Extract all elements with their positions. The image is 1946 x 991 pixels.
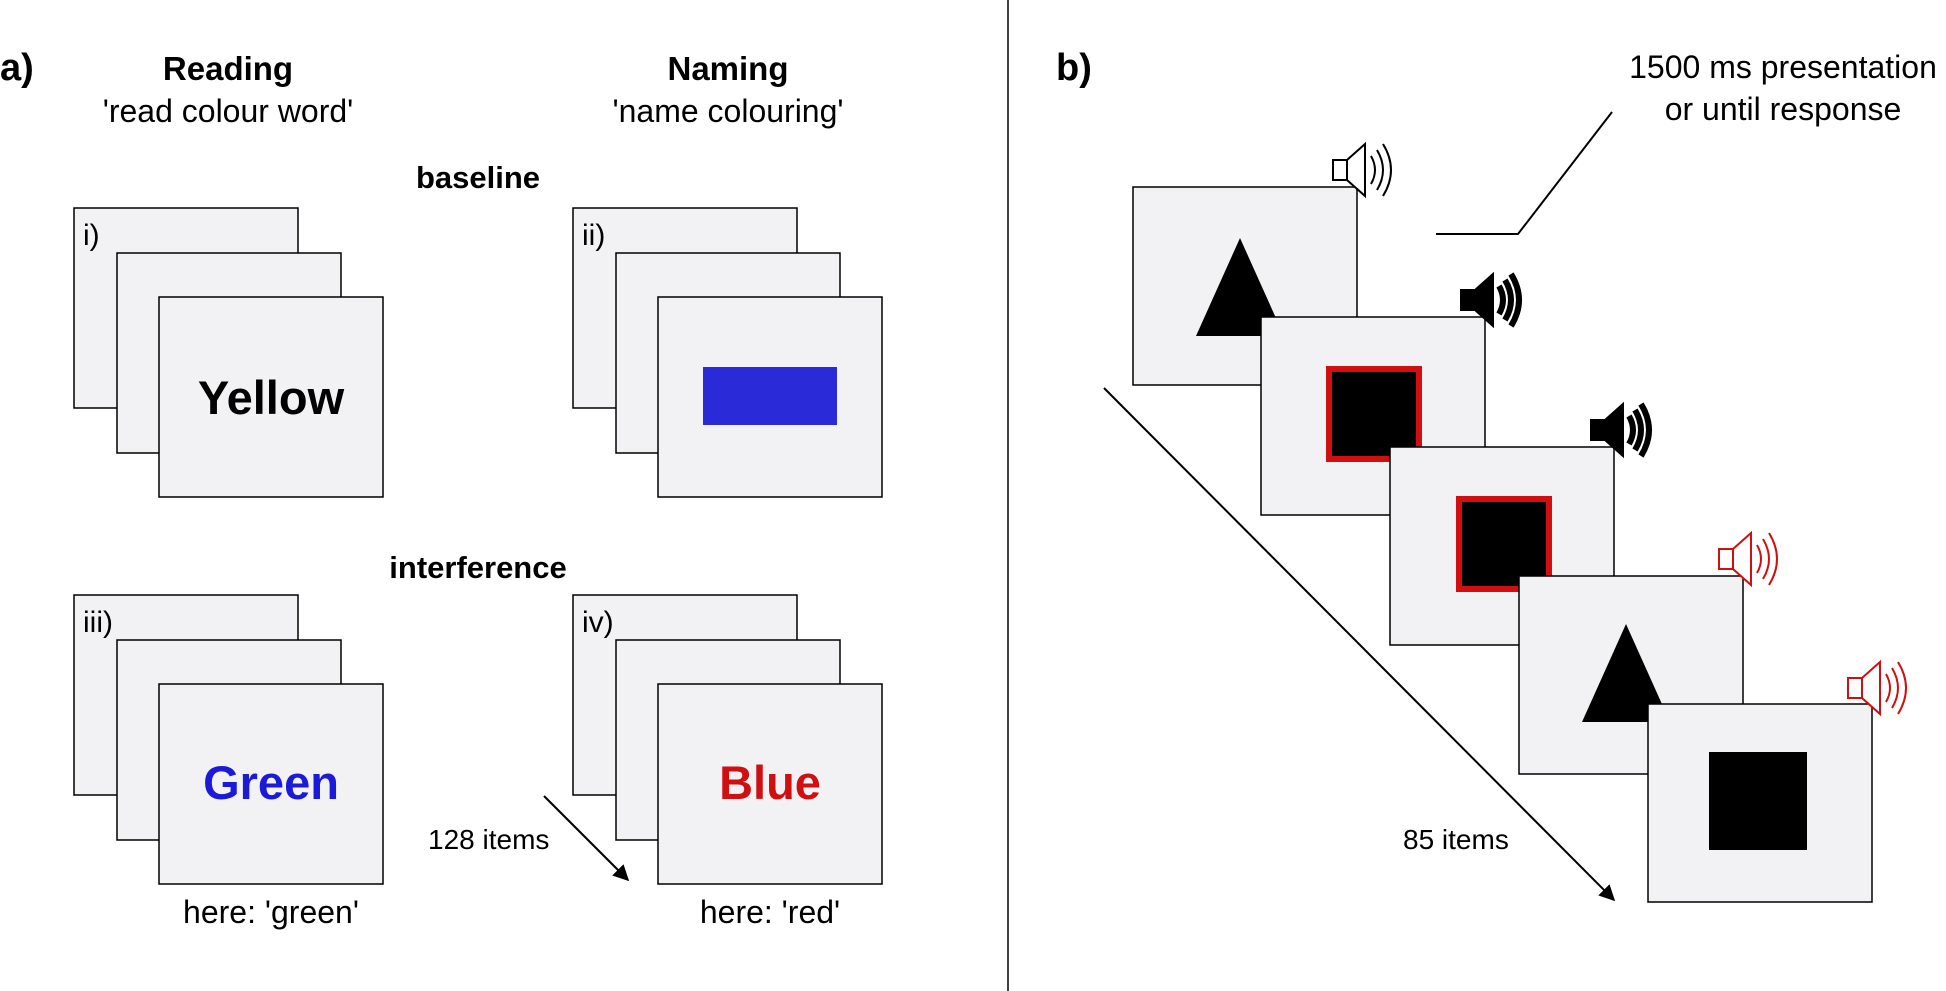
answer-red-note: here: 'red': [700, 894, 840, 930]
timing-callout-line: [1436, 111, 1613, 235]
square-shape-red-border: [1456, 496, 1552, 592]
sequence-arrow-a: [543, 795, 630, 882]
sequence-arrow-b: [1103, 387, 1616, 902]
panel-b: b) 1500 ms presentation or until respons…: [1056, 47, 1937, 903]
blue-colour-patch: [703, 367, 837, 425]
answer-green-note: here: 'green': [183, 894, 359, 930]
reading-title: Reading: [163, 50, 293, 87]
timing-note-line2: or until response: [1665, 91, 1902, 127]
square-shape: [1709, 752, 1807, 850]
reading-subtitle: 'read colour word': [103, 93, 354, 129]
trial-card-3: [1389, 404, 1649, 646]
interference-label: interference: [389, 550, 566, 585]
panel-a: a) Reading 'read colour word' Naming 'na…: [0, 47, 883, 930]
naming-subtitle: 'name colouring': [612, 93, 843, 129]
stack-numeral: ii): [582, 219, 605, 252]
triangle-shape: [1196, 238, 1284, 336]
item-count-a: 128 items: [428, 824, 549, 855]
square-shape-red-border: [1326, 366, 1422, 462]
stimulus-word-green: Green: [203, 756, 339, 809]
trial-card-2: [1260, 274, 1519, 516]
card-stack-naming-interference: iv) Blue: [572, 594, 883, 885]
card-stack-reading-interference: iii) Green: [73, 594, 384, 885]
triangle-shape: [1582, 624, 1670, 722]
stimulus-card: [158, 296, 384, 498]
card-stack-naming-baseline: ii): [572, 207, 883, 498]
trial-card-5: [1647, 661, 1907, 903]
panel-a-label: a): [0, 47, 34, 89]
stimulus-card: [158, 683, 384, 885]
stimulus-card: [657, 683, 883, 885]
timing-note-line1: 1500 ms presentation: [1629, 49, 1937, 85]
item-count-b: 85 items: [1403, 824, 1509, 855]
stack-numeral: iii): [83, 606, 113, 639]
panel-b-label: b): [1056, 47, 1092, 89]
baseline-label: baseline: [416, 160, 540, 195]
card-stack-reading-baseline: i) Yellow: [73, 207, 384, 498]
naming-title: Naming: [667, 50, 788, 87]
stack-numeral: iv): [582, 606, 614, 639]
stack-numeral: i): [83, 219, 100, 252]
stimulus-word-yellow: Yellow: [198, 371, 345, 424]
stimulus-word-blue: Blue: [719, 756, 821, 809]
